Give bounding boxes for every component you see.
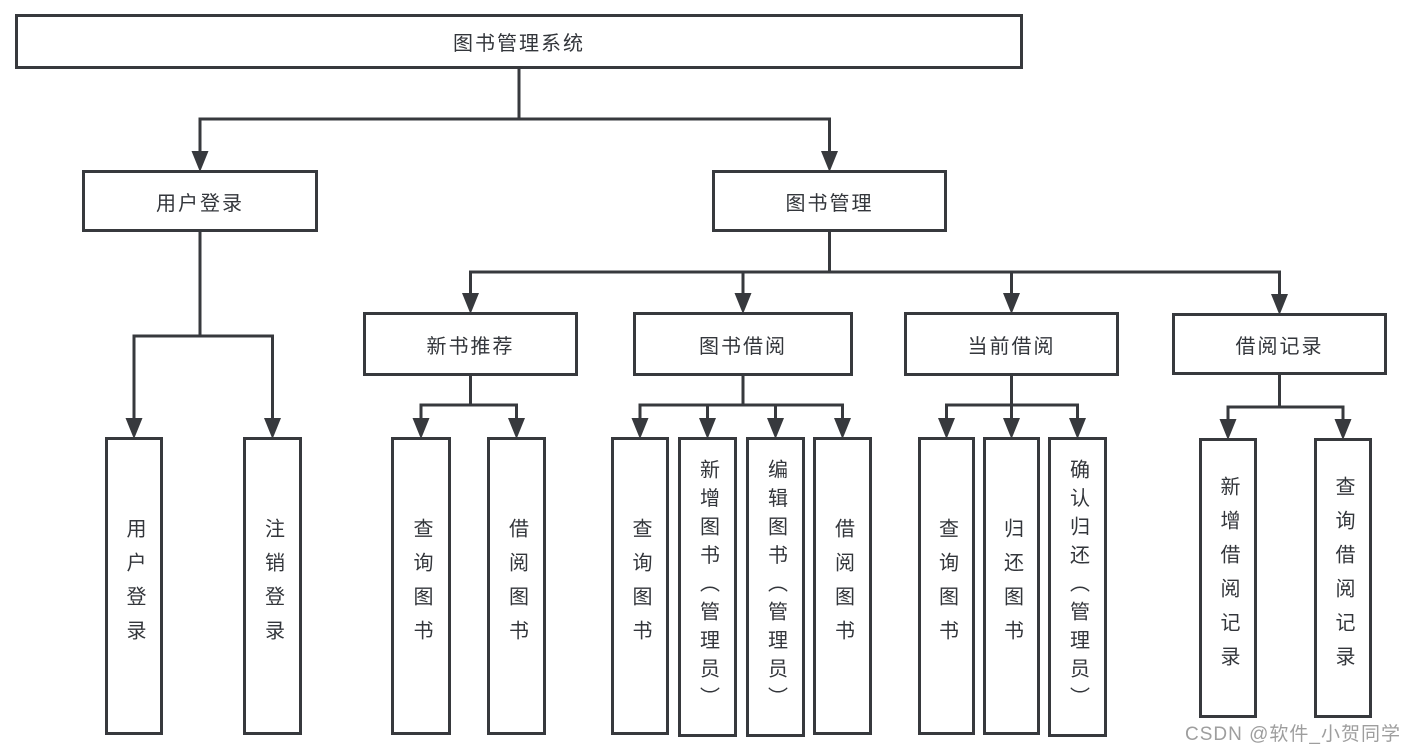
leaf-query-borrow-record: 查询借阅记录 — [1314, 438, 1372, 718]
leaf-borrow-books-borrowing: 借阅图书 — [813, 437, 872, 735]
leaf-logout-login: 注销登录 — [243, 437, 302, 735]
leaf-return-books: 归还图书 — [983, 437, 1040, 735]
watermark-text: CSDN @软件_小贺同学 — [1185, 724, 1401, 745]
node-book-borrowing: 图书借阅 — [633, 312, 853, 376]
leaf-add-books-admin: 新增图书（管理员） — [678, 437, 737, 737]
leaf-borrow-books-recommend: 借阅图书 — [487, 437, 546, 735]
leaf-confirm-return-admin: 确认归还（管理员） — [1048, 437, 1107, 737]
node-borrow-records: 借阅记录 — [1172, 313, 1387, 375]
leaf-edit-books-admin: 编辑图书（管理员） — [746, 437, 805, 737]
leaf-query-books-borrowing: 查询图书 — [611, 437, 669, 735]
node-library-system: 图书管理系统 — [15, 14, 1023, 69]
leaf-query-books-current: 查询图书 — [918, 437, 975, 735]
node-current-borrowing: 当前借阅 — [904, 312, 1119, 376]
leaf-query-books-recommend: 查询图书 — [391, 437, 451, 735]
leaf-user-login: 用户登录 — [105, 437, 163, 735]
node-new-book-recommend: 新书推荐 — [363, 312, 578, 376]
node-book-management: 图书管理 — [712, 170, 947, 232]
node-user-login: 用户登录 — [82, 170, 318, 232]
leaf-add-borrow-record: 新增借阅记录 — [1199, 438, 1257, 718]
